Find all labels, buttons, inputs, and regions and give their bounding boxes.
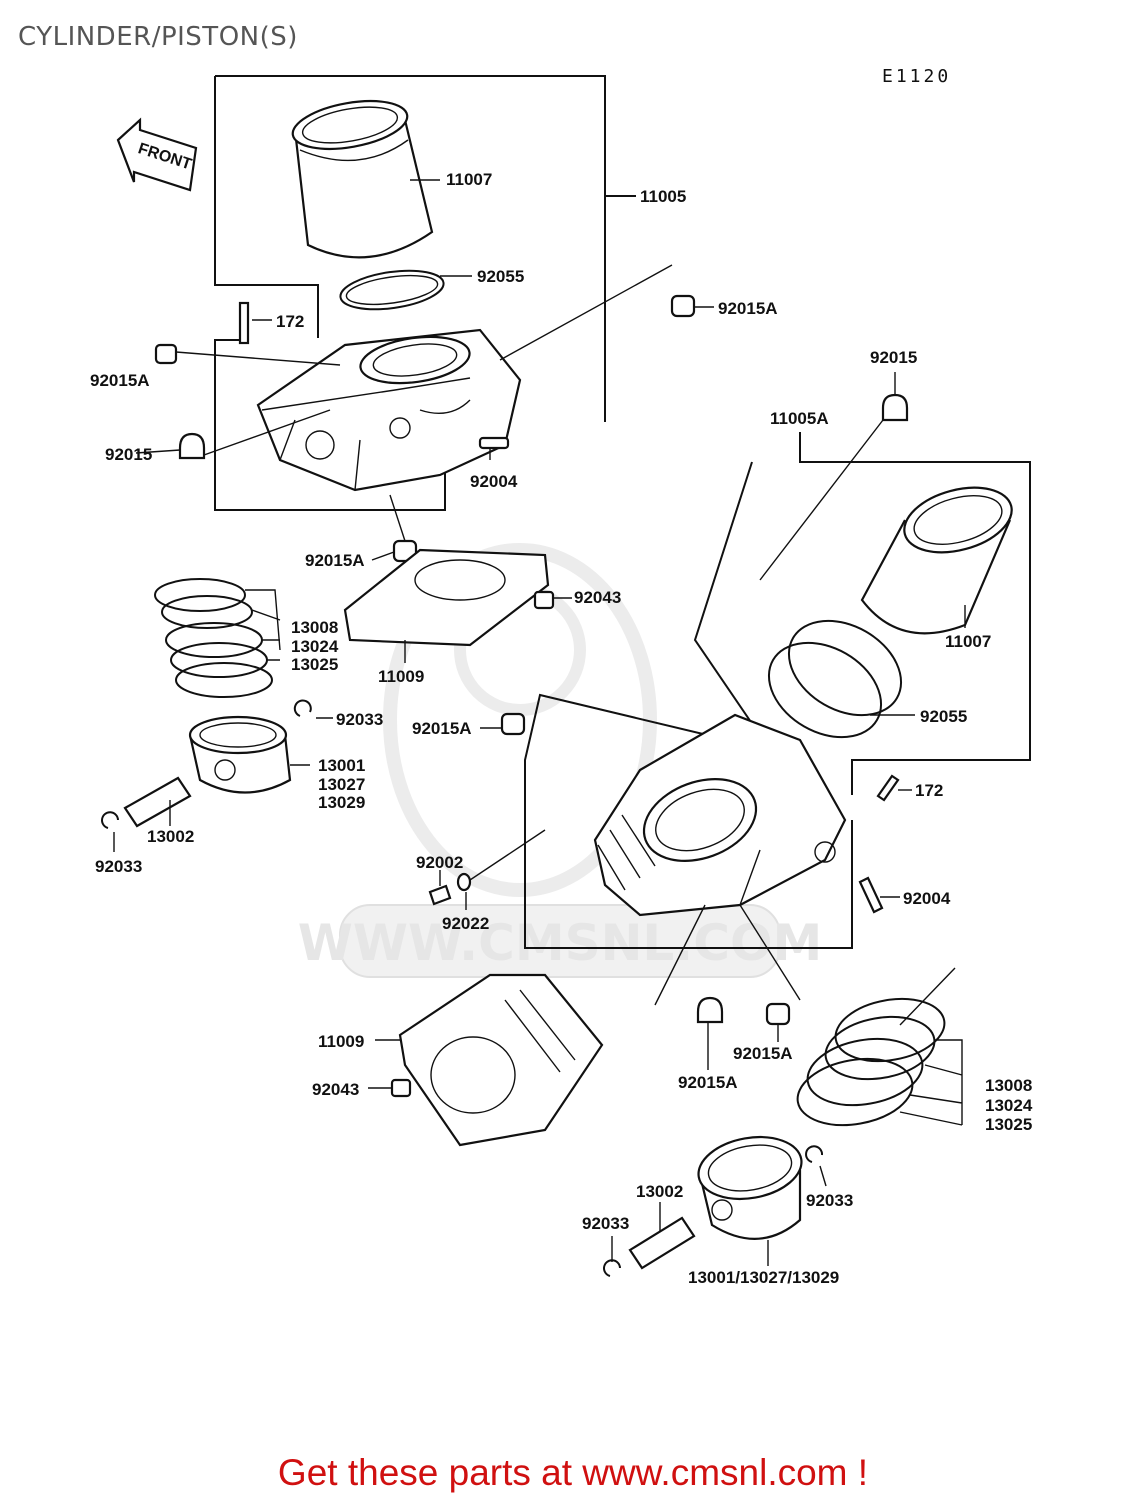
label-13001-upper: 13001 (318, 756, 365, 775)
watermark-text: WWW.CMSNL.COM (298, 914, 823, 972)
dowel-92004-upper (478, 436, 510, 450)
cylinder-sleeve-top (291, 100, 440, 259)
label-92015A-center: 92015A (412, 719, 472, 738)
cap-nut-92015-right (759, 372, 909, 581)
label-92033-lower-left: 92033 (582, 1214, 629, 1233)
label-172-upper: 172 (276, 312, 304, 331)
watermark: WWW.CMSNL.COM (298, 543, 823, 978)
label-92015A-below-block: 92015A (305, 551, 365, 570)
label-92055-right: 92055 (920, 707, 967, 726)
dowel-92043-lower (368, 1078, 412, 1098)
label-11007-right: 11007 (945, 632, 991, 651)
diagram-code: E1120 (882, 66, 952, 87)
nut-92015A-center (480, 712, 526, 736)
bracket-11005A (524, 432, 1031, 949)
nut-92015A-upper-right (499, 264, 714, 361)
label-13027-upper: 13027 (318, 775, 365, 794)
label-172-right: 172 (915, 781, 943, 800)
label-92015-right: 92015 (870, 348, 917, 367)
label-13008-upper: 13008 (291, 618, 338, 637)
label-11005A: 11005A (770, 409, 829, 428)
circlip-upper-left (101, 811, 119, 852)
stud-upper (238, 301, 272, 345)
label-11007-top: 11007 (446, 170, 492, 189)
label-92015A-upper-right: 92015A (718, 299, 778, 318)
label-13025-upper: 13025 (291, 655, 338, 674)
cap-nut-92015A-lower-left (696, 996, 724, 1070)
cylinder-block-upper (256, 328, 522, 492)
circlip-upper-right (293, 699, 333, 719)
label-92055-top: 92055 (477, 267, 524, 286)
label-92043-lower: 92043 (312, 1080, 359, 1099)
nut-92015A-upper-left (154, 343, 341, 366)
label-13001-13027-13029-lower: 13001/13027/13029 (688, 1268, 839, 1287)
circlip-lower-left (603, 1236, 621, 1277)
label-92022: 92022 (442, 914, 489, 933)
base-gasket-lower (375, 973, 604, 1147)
nut-92015A-lower-right (765, 1002, 791, 1042)
label-13008-lower: 13008 (985, 1076, 1032, 1095)
label-13024-lower: 13024 (985, 1096, 1033, 1115)
page-title: CYLINDER/PISTON(S) (18, 22, 298, 52)
label-92004-right: 92004 (903, 889, 951, 908)
piston-ring-set-lower (796, 967, 963, 1127)
dowel-92043-upper (533, 590, 572, 610)
label-11009-lower: 11009 (318, 1032, 364, 1051)
bracket-11005 (214, 75, 606, 511)
cylinder-sleeve-right (860, 486, 1013, 635)
dowel-92004-right (858, 876, 900, 914)
front-arrow: FRONT (116, 117, 198, 192)
piston-upper (188, 715, 310, 794)
label-92033-upper-right: 92033 (336, 710, 383, 729)
label-92033-lower-right: 92033 (806, 1191, 853, 1210)
piston-lower (697, 1136, 803, 1266)
label-92002: 92002 (416, 853, 463, 872)
label-92033-upper-left: 92033 (95, 857, 142, 876)
label-13029-upper: 13029 (318, 793, 365, 812)
label-13025-lower: 13025 (985, 1115, 1032, 1134)
cap-nut-92015-upper (178, 409, 331, 460)
label-13002-lower: 13002 (636, 1182, 683, 1201)
label-11005: 11005 (640, 187, 686, 206)
label-11009-upper: 11009 (378, 667, 424, 686)
base-gasket-upper (343, 548, 550, 663)
piston-pin-lower (628, 1202, 696, 1270)
circlip-lower-right (805, 1145, 827, 1187)
label-92004-upper: 92004 (470, 472, 518, 491)
label-92043-upper: 92043 (574, 588, 621, 607)
piston-pin-upper (123, 776, 192, 828)
label-92015A-lower-left: 92015A (678, 1073, 738, 1092)
o-ring-top (339, 269, 472, 311)
nut-92015A-below-block (389, 494, 418, 563)
label-92015A-lower-right: 92015A (733, 1044, 793, 1063)
exploded-parts-diagram: WWW.CMSNL.COM FRONT (90, 75, 1033, 1287)
bolt-92002 (428, 870, 452, 906)
piston-ring-set-upper (154, 578, 281, 698)
label-92015A-upper-left: 92015A (90, 371, 150, 390)
label-92015-upper: 92015 (105, 445, 152, 464)
footer-cta-link[interactable]: Get these parts at www.cmsnl.com ! (277, 1452, 869, 1493)
label-13024-upper: 13024 (291, 637, 339, 656)
cylinder-block-right (593, 713, 847, 1006)
stud-right (876, 774, 912, 802)
o-rings-right (767, 619, 915, 739)
washer-92022 (456, 829, 546, 910)
label-13002-upper: 13002 (147, 827, 194, 846)
